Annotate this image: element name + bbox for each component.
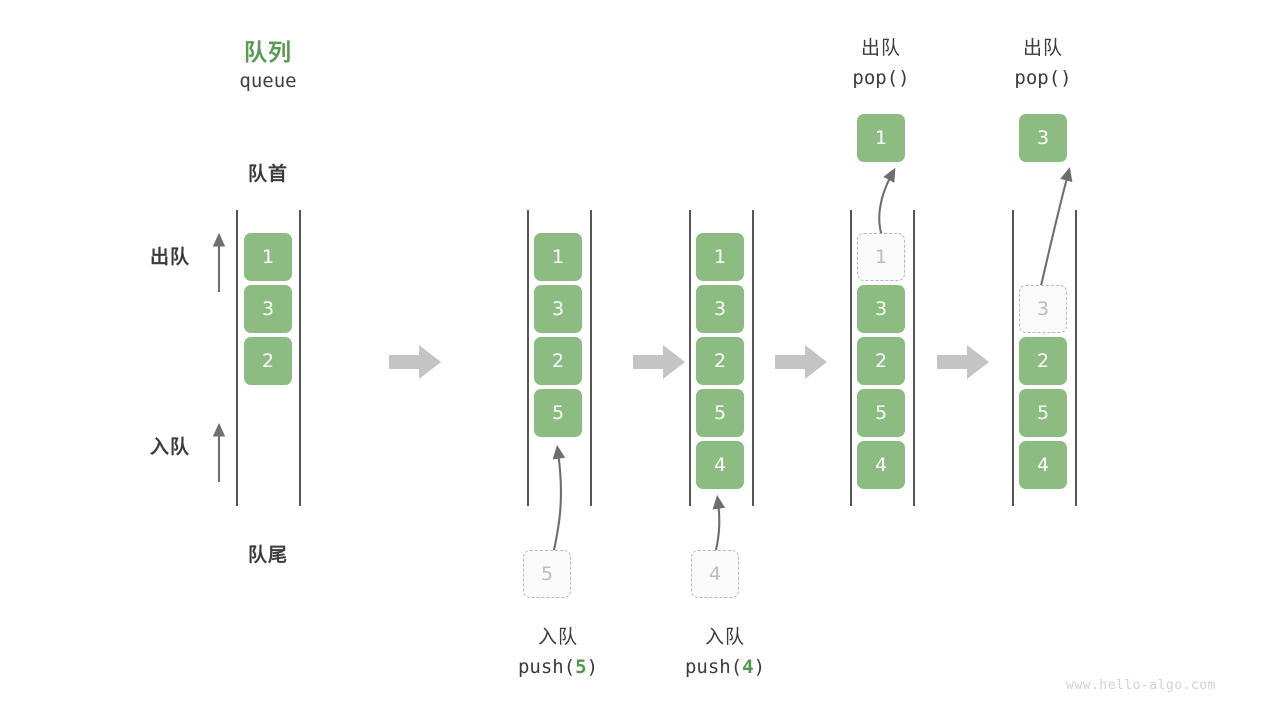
push-caption-code: push(5): [478, 656, 638, 678]
queue-rail-right-col4: [913, 210, 915, 506]
queue-rail-left-col4: [850, 210, 852, 506]
queue-cell: 4: [1019, 441, 1067, 489]
queue-rail-right-col1: [299, 210, 301, 506]
push-code-post: ): [586, 656, 599, 678]
push-code-arg: 4: [742, 656, 754, 678]
dequeue-direction-arrow-icon: [212, 232, 226, 292]
incoming-element-ghost: 4: [691, 550, 739, 598]
push-arrow-icon: [712, 494, 726, 551]
push-caption-code: push(4): [645, 656, 805, 678]
queue-rail-left-col5: [1012, 210, 1014, 506]
step-arrow-icon: [389, 345, 441, 379]
queue-cell: 4: [857, 441, 905, 489]
queue-cell: 3: [534, 285, 582, 333]
queue-cell: 3: [696, 285, 744, 333]
popped-element: 3: [1019, 114, 1067, 162]
dequeue-direction-label: 出队: [149, 246, 190, 268]
pop-caption-cn: 出队: [1022, 37, 1063, 59]
queue-cell: 5: [534, 389, 582, 437]
queue-cell: 2: [857, 337, 905, 385]
queue-rail-left-col1: [236, 210, 238, 506]
queue-cell: 2: [696, 337, 744, 385]
queue-cell: 1: [244, 233, 292, 281]
queue-head-label: 队首: [247, 163, 288, 185]
queue-cell: 3: [857, 285, 905, 333]
pop-arrow-icon: [1038, 167, 1073, 291]
push-caption-cn: 入队: [537, 626, 578, 648]
pop-caption-code: pop(): [1014, 67, 1072, 89]
diagram-title-cn: 队列: [244, 40, 292, 66]
enqueue-direction-label: 入队: [149, 436, 190, 458]
queue-rail-left-col3: [689, 210, 691, 506]
popped-element: 1: [857, 114, 905, 162]
pop-arrow-icon: [878, 167, 896, 237]
queue-cell-ghost: 3: [1019, 285, 1067, 333]
push-code-pre: push(: [684, 656, 743, 678]
step-arrow-icon: [633, 345, 685, 379]
queue-cell: 2: [244, 337, 292, 385]
queue-rail-right-col5: [1075, 210, 1077, 506]
queue-cell: 3: [244, 285, 292, 333]
queue-cell: 1: [696, 233, 744, 281]
queue-cell-ghost: 1: [857, 233, 905, 281]
queue-cell: 1: [534, 233, 582, 281]
push-code-post: ): [753, 656, 766, 678]
queue-cell: 2: [534, 337, 582, 385]
push-code-pre: push(: [517, 656, 576, 678]
queue-cell: 5: [1019, 389, 1067, 437]
push-code-arg: 5: [575, 656, 587, 678]
push-caption-cn: 入队: [704, 626, 745, 648]
diagram-title-en: queue: [239, 70, 297, 92]
queue-cell: 5: [857, 389, 905, 437]
queue-rail-left-col2: [527, 210, 529, 506]
queue-tail-label: 队尾: [247, 544, 288, 566]
queue-cell: 5: [696, 389, 744, 437]
queue-rail-right-col2: [590, 210, 592, 506]
pop-caption-code: pop(): [852, 67, 910, 89]
push-arrow-icon: [552, 444, 566, 551]
step-arrow-icon: [775, 345, 827, 379]
step-arrow-icon: [937, 345, 989, 379]
pop-caption-cn: 出队: [860, 37, 901, 59]
watermark: www.hello-algo.com: [1066, 678, 1216, 693]
queue-cell: 4: [696, 441, 744, 489]
enqueue-direction-arrow-icon: [212, 422, 226, 482]
queue-rail-right-col3: [752, 210, 754, 506]
incoming-element-ghost: 5: [523, 550, 571, 598]
queue-cell: 2: [1019, 337, 1067, 385]
